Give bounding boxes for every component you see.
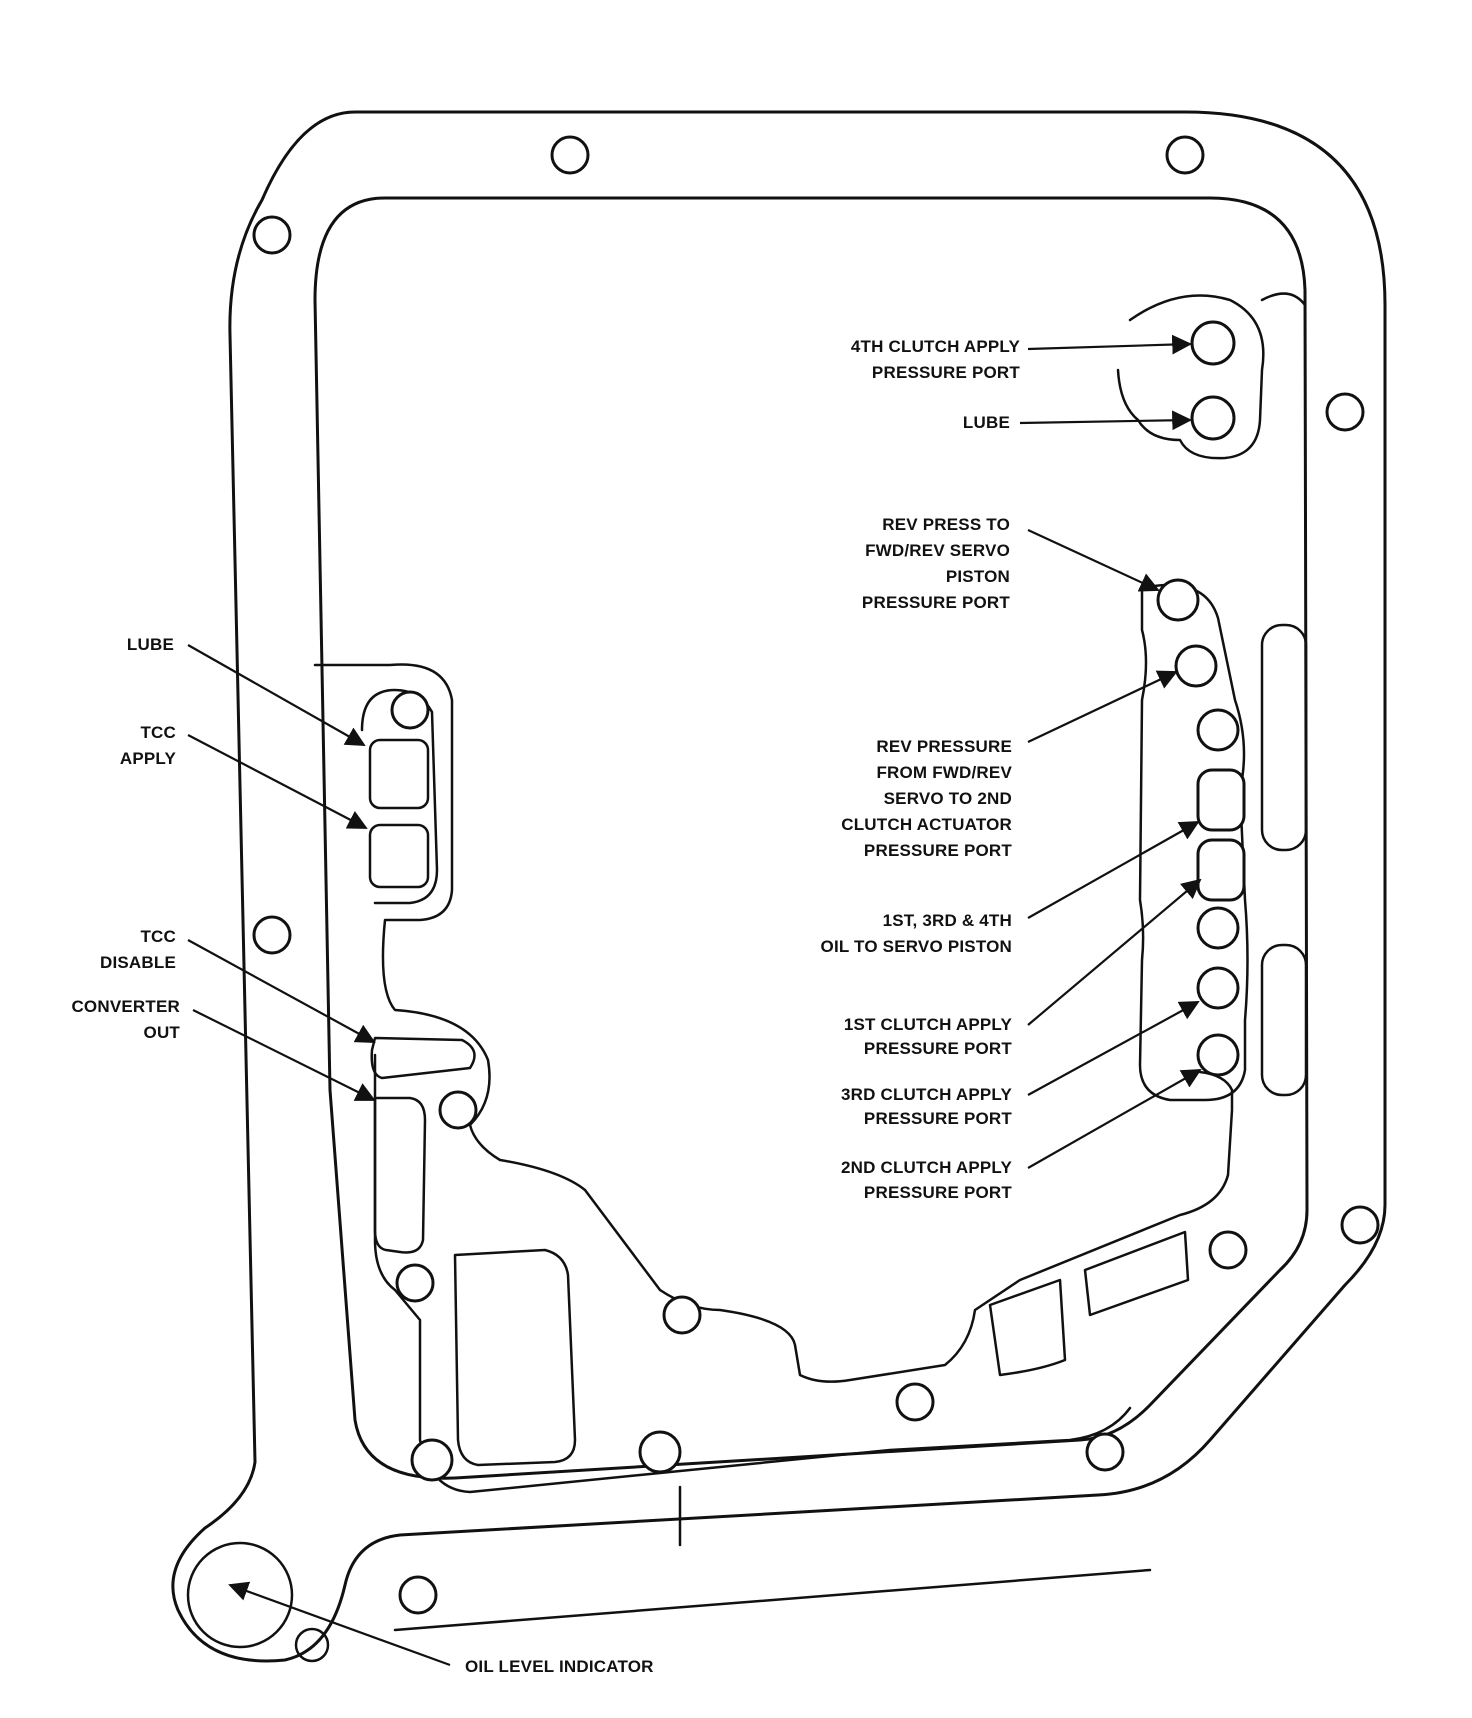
pocket-converter-out bbox=[373, 1096, 427, 1254]
port-hole bbox=[895, 1382, 935, 1422]
label-3rd-clutch-apply-1: 3RD CLUTCH APPLY bbox=[841, 1085, 1012, 1104]
label-rev-pressure-from-4: CLUTCH ACTUATOR bbox=[841, 815, 1012, 834]
port-slot-servo bbox=[1196, 768, 1246, 832]
label-2nd-clutch-apply-1: 2ND CLUTCH APPLY bbox=[841, 1158, 1012, 1177]
top-right-port-cluster bbox=[1116, 294, 1265, 460]
label-rev-press-to-3: PISTON bbox=[946, 567, 1010, 586]
port-hole-rev-press bbox=[1156, 578, 1200, 622]
bolt-hole bbox=[1340, 1205, 1380, 1245]
label-rev-press-to-1: REV PRESS TO bbox=[882, 515, 1010, 534]
label-tcc-apply-1: TCC bbox=[140, 723, 176, 742]
right-slot-upper bbox=[1260, 623, 1308, 852]
gasket-outer-outline bbox=[171, 110, 1387, 1663]
port-slot-servo-oil bbox=[1196, 838, 1246, 902]
left-pocket-tcc-apply bbox=[368, 823, 430, 889]
port-hole-rev-pressure bbox=[1174, 644, 1218, 688]
label-oil-to-servo-1: 1ST, 3RD & 4TH bbox=[883, 911, 1012, 930]
port-hole bbox=[1208, 1230, 1248, 1270]
port-hole bbox=[1196, 906, 1240, 950]
pocket-bottom-mid-2 bbox=[1083, 1230, 1190, 1317]
port-hole bbox=[662, 1295, 702, 1335]
label-tcc-apply-2: APPLY bbox=[120, 749, 177, 768]
port-hole-left-top bbox=[390, 690, 430, 730]
label-rev-press-to-2: FWD/REV SERVO bbox=[865, 541, 1010, 560]
pocket-tcc-disable bbox=[370, 1036, 476, 1080]
label-converter-out-1: CONVERTER bbox=[71, 997, 180, 1016]
oil-level-indicator-small bbox=[294, 1627, 330, 1663]
label-1st-clutch-apply-1: 1ST CLUTCH APPLY bbox=[844, 1015, 1013, 1034]
port-hole-lube-right bbox=[1190, 395, 1236, 441]
label-rev-pressure-from-5: PRESSURE PORT bbox=[864, 841, 1012, 860]
label-1st-clutch-apply-2: PRESSURE PORT bbox=[864, 1039, 1012, 1058]
label-lube-left: LUBE bbox=[127, 635, 174, 654]
oil-level-indicator-boss bbox=[186, 1541, 294, 1649]
left-pocket-lube bbox=[368, 738, 430, 810]
label-oil-to-servo-2: OIL TO SERVO PISTON bbox=[821, 937, 1012, 956]
port-hole-3rd-clutch bbox=[1196, 1033, 1240, 1077]
leader-lines bbox=[187, 334, 1202, 1667]
pocket-bottom-mid-1 bbox=[988, 1278, 1067, 1377]
port-hole-4th-clutch bbox=[1190, 320, 1236, 366]
port-hole bbox=[410, 1438, 454, 1482]
bolt-hole bbox=[1325, 392, 1365, 432]
bolt-hole bbox=[1165, 135, 1205, 175]
inner-port-strip-left bbox=[313, 663, 1234, 1383]
labels: 4TH CLUTCH APPLY PRESSURE PORT LUBE REV … bbox=[71, 337, 1020, 1676]
pocket-bottom-left bbox=[453, 1248, 577, 1467]
bolt-hole bbox=[1085, 1432, 1125, 1472]
label-lube-right: LUBE bbox=[963, 413, 1010, 432]
bolt-hole bbox=[398, 1575, 438, 1615]
port-hole bbox=[395, 1263, 435, 1303]
port-hole bbox=[638, 1430, 682, 1474]
port-hole bbox=[1196, 708, 1240, 752]
bolt-hole bbox=[252, 915, 292, 955]
label-rev-pressure-from-2: FROM FWD/REV bbox=[876, 763, 1012, 782]
label-tcc-disable-2: DISABLE bbox=[100, 953, 176, 972]
label-rev-pressure-from-1: REV PRESSURE bbox=[876, 737, 1012, 756]
right-port-column-outline bbox=[1138, 583, 1249, 1102]
right-slot-lower bbox=[1260, 943, 1308, 1097]
inner-port-strip-bottom bbox=[373, 1053, 1132, 1494]
port-hole-1st-clutch bbox=[1196, 966, 1240, 1010]
label-rev-press-to-4: PRESSURE PORT bbox=[862, 593, 1010, 612]
top-right-notch bbox=[1260, 292, 1307, 307]
label-tcc-disable-1: TCC bbox=[140, 927, 176, 946]
label-oil-level-indicator: OIL LEVEL INDICATOR bbox=[465, 1657, 654, 1676]
label-4th-clutch-apply-2: PRESSURE PORT bbox=[872, 363, 1020, 382]
label-2nd-clutch-apply-2: PRESSURE PORT bbox=[864, 1183, 1012, 1202]
gasket-inner-boundary bbox=[313, 196, 1309, 1480]
lower-rim-line bbox=[393, 1568, 1152, 1632]
label-converter-out-2: OUT bbox=[144, 1023, 181, 1042]
label-3rd-clutch-apply-2: PRESSURE PORT bbox=[864, 1109, 1012, 1128]
bolt-hole bbox=[252, 215, 292, 255]
label-rev-pressure-from-3: SERVO TO 2ND bbox=[884, 789, 1012, 808]
bolt-hole bbox=[550, 135, 590, 175]
port-hole bbox=[438, 1090, 478, 1130]
label-4th-clutch-apply-1: 4TH CLUTCH APPLY bbox=[851, 337, 1021, 356]
